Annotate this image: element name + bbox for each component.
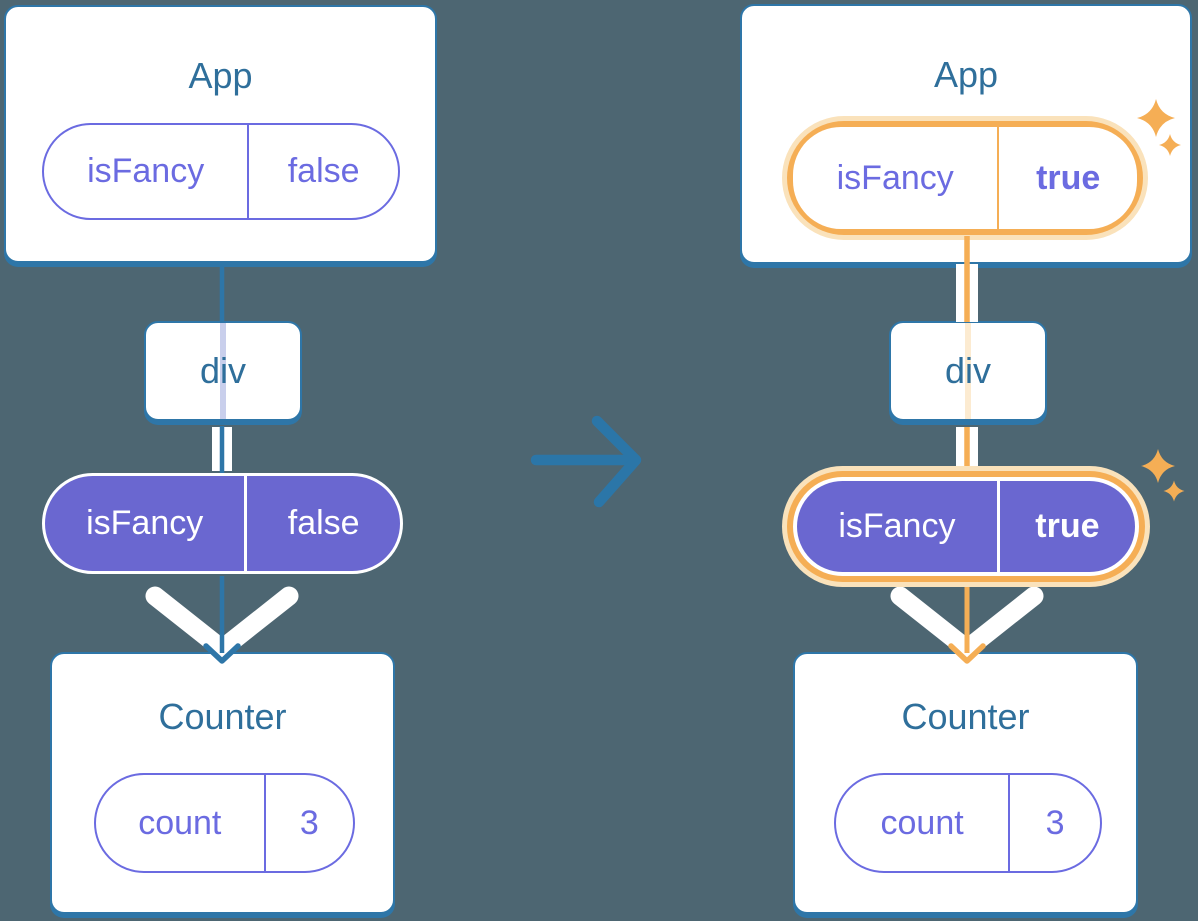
state-pill: count 3	[94, 773, 355, 873]
sparkle-icon	[1141, 449, 1175, 483]
prop-name-cell: isFancy	[44, 125, 250, 218]
app-title: App	[933, 54, 999, 95]
passed-prop-pill: isFancy true	[797, 481, 1135, 572]
prop-name-cell: isFancy	[793, 127, 1000, 229]
faded-prop-line	[220, 323, 226, 419]
counter-title: Counter	[901, 696, 1030, 737]
prop-pill: isFancy false	[42, 123, 400, 220]
counter-title: Counter	[158, 696, 287, 737]
prop-value-cell: false	[287, 504, 360, 542]
prop-value-cell: true	[1035, 507, 1100, 545]
state-name-cell: count	[836, 775, 1011, 871]
state-name-cell: count	[96, 775, 266, 871]
app-card: App isFancy true	[740, 4, 1192, 264]
div-label: div	[944, 350, 992, 391]
transition-arrow-icon	[530, 415, 642, 508]
big-chevron-down-icon	[145, 586, 299, 659]
highlighted-passed-prop-pill: isFancy true	[782, 466, 1150, 587]
counter-card: Counter count 3	[50, 652, 395, 914]
counter-card: Counter count 3	[793, 652, 1138, 914]
div-label: div	[199, 350, 247, 391]
orange-ring: isFancy true	[787, 471, 1145, 582]
state-value-cell: 3	[299, 803, 319, 842]
prop-pill: isFancy true	[793, 127, 1137, 229]
orange-ring: isFancy true	[787, 121, 1143, 235]
state-pill: count 3	[834, 773, 1102, 873]
prop-value-cell: false	[287, 152, 360, 190]
faded-prop-line	[965, 323, 971, 419]
prop-name-cell: isFancy	[45, 476, 248, 571]
div-card: div	[889, 321, 1047, 421]
prop-name-cell: isFancy	[797, 481, 1000, 572]
sparkle-icon	[1163, 480, 1185, 502]
app-card: App isFancy false	[4, 5, 437, 263]
passed-prop-pill: isFancy false	[42, 473, 403, 574]
arrow-head	[591, 415, 642, 508]
white-ring: isFancy true	[793, 477, 1139, 576]
app-title: App	[188, 55, 253, 96]
state-value-cell: 3	[1045, 803, 1065, 842]
big-chevron-down-icon	[890, 586, 1044, 659]
div-card: div	[144, 321, 302, 421]
highlighted-prop-pill: isFancy true	[782, 116, 1148, 240]
prop-value-cell: true	[1036, 158, 1101, 197]
